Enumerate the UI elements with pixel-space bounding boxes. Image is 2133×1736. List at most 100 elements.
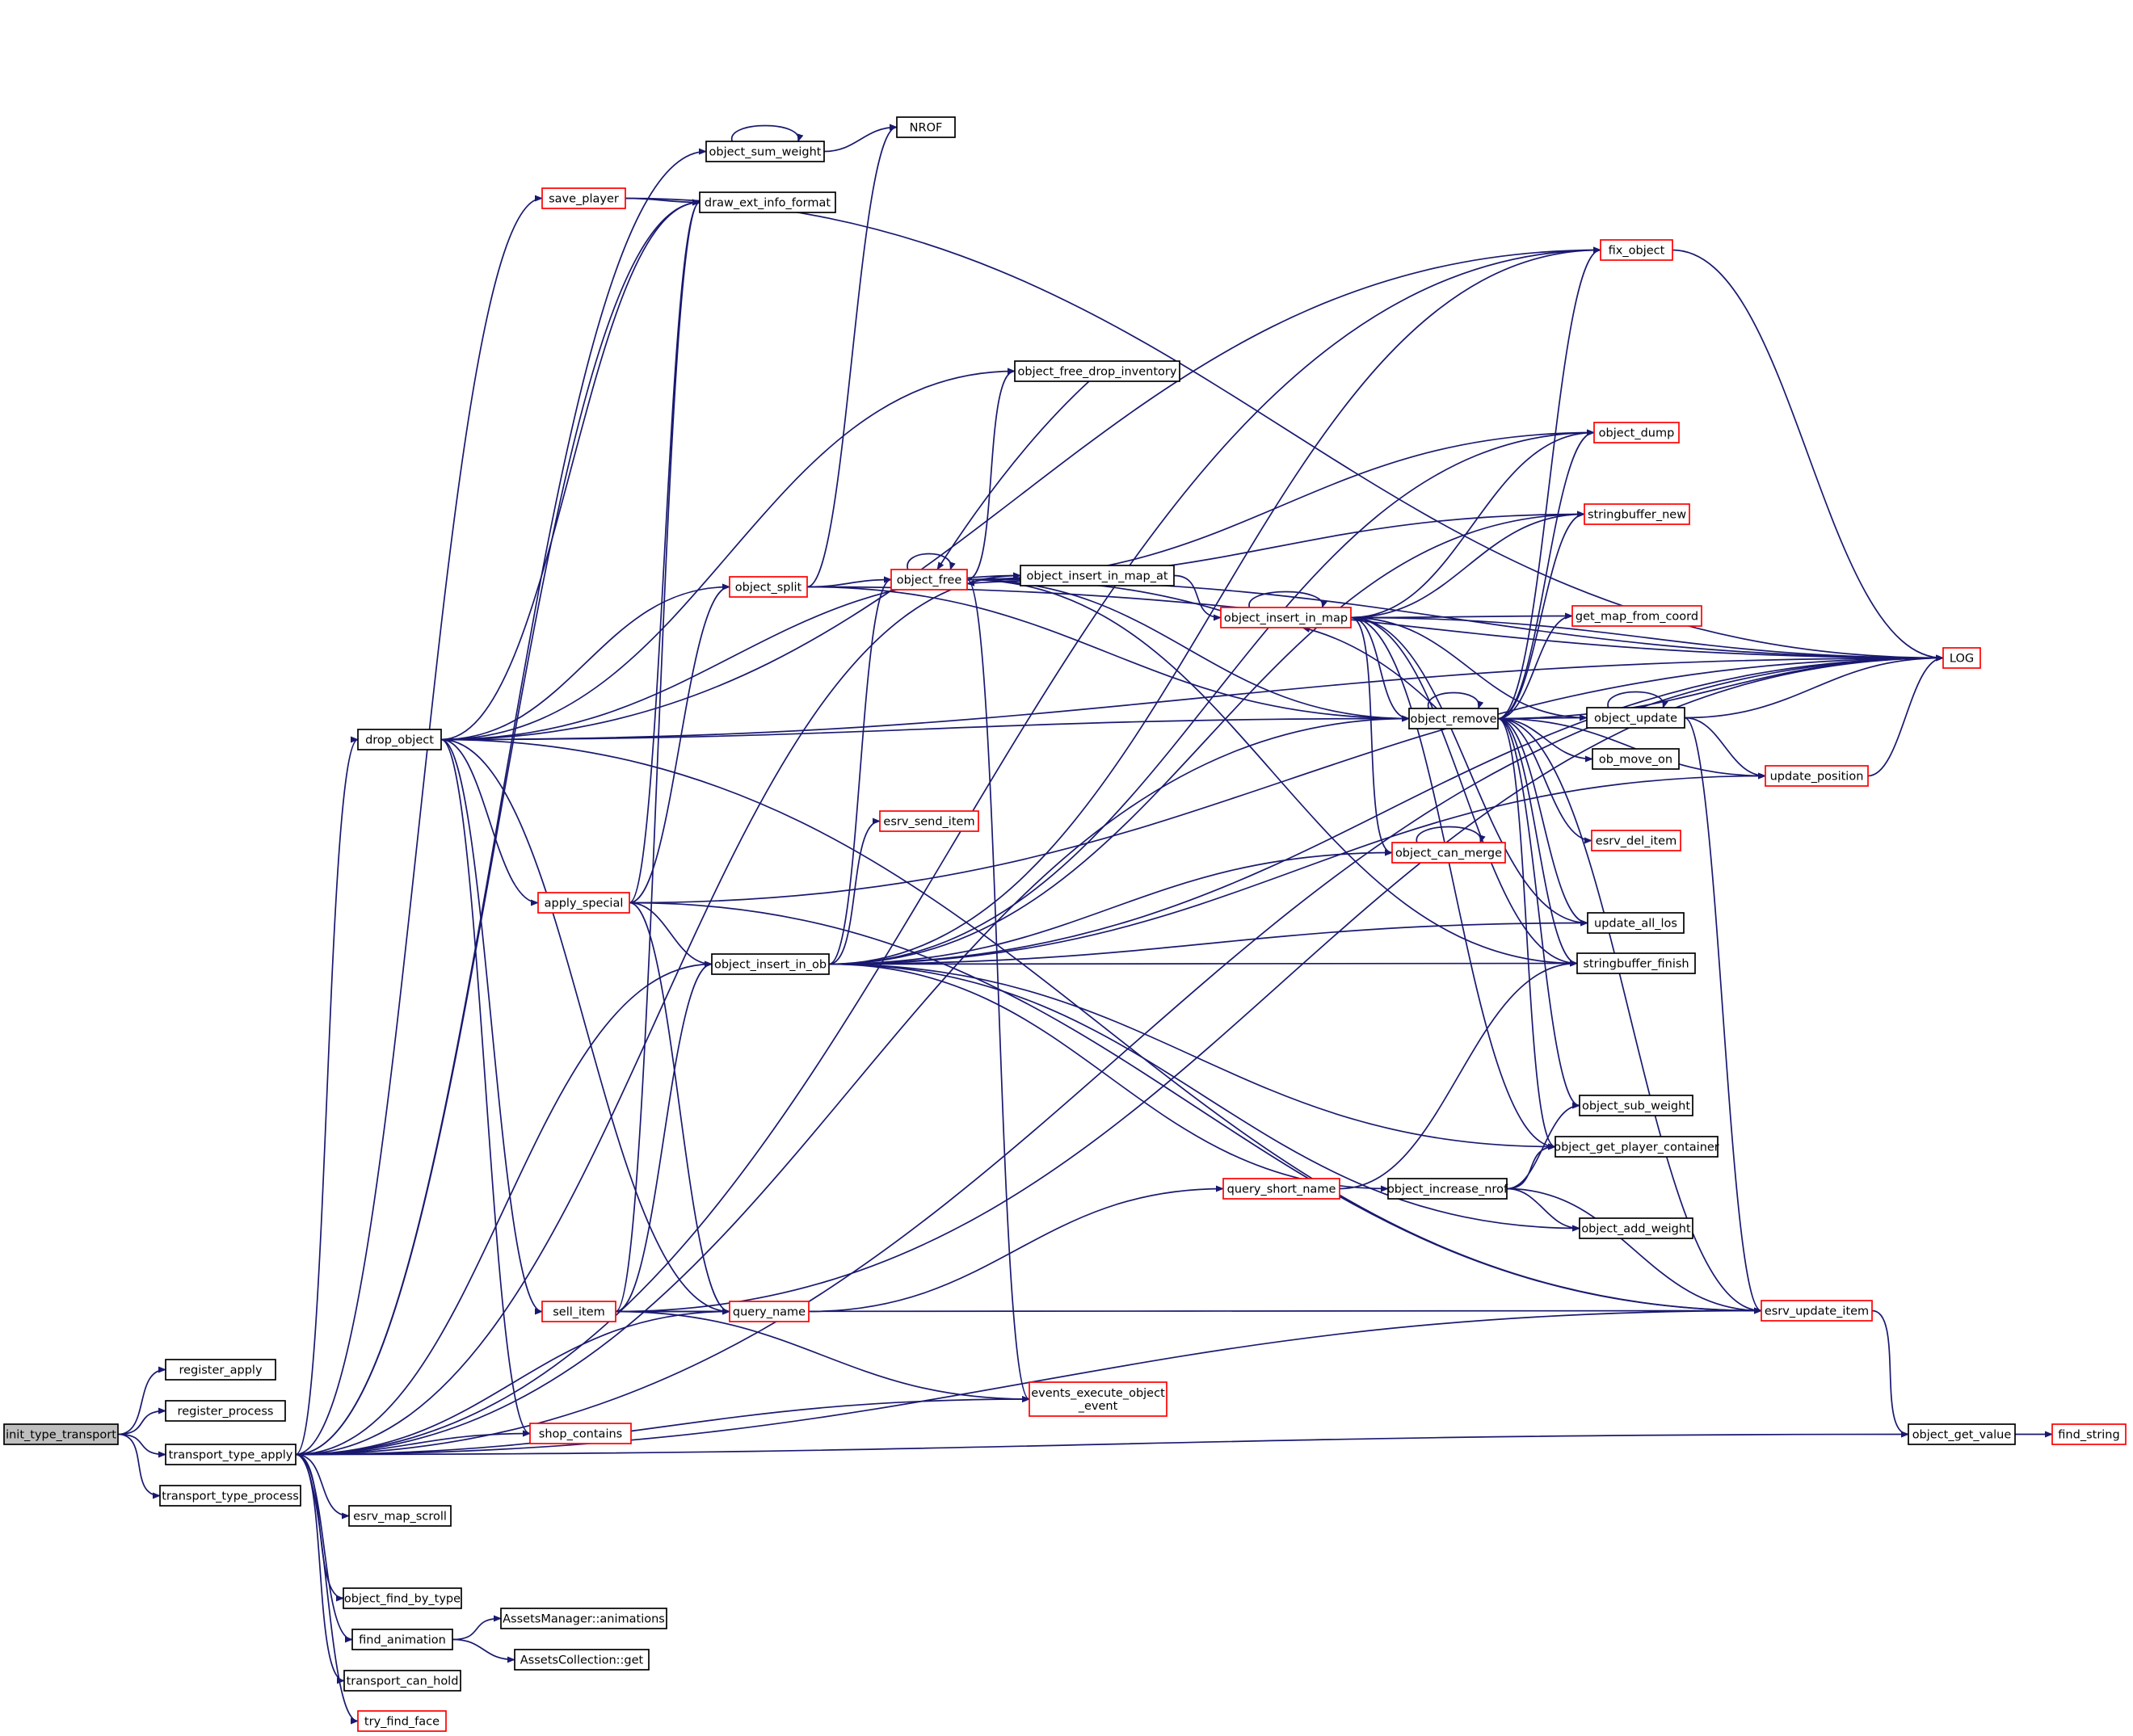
node-esrv-update-item[interactable]: esrv_update_item — [1761, 1300, 1873, 1322]
node-box — [541, 1301, 616, 1322]
node-register-apply[interactable]: register_apply — [165, 1359, 276, 1381]
node-LOG[interactable]: LOG — [1942, 647, 1981, 669]
node-esrv-send-item[interactable]: esrv_send_item — [879, 810, 979, 832]
node-label: transport_type_process — [162, 1490, 299, 1503]
node-stringbuffer-new[interactable]: stringbuffer_new — [1584, 503, 1690, 525]
node-box — [514, 1649, 650, 1671]
node-stringbuffer-finish[interactable]: stringbuffer_finish — [1576, 952, 1696, 974]
node-label: object_get_value — [1912, 1429, 2012, 1442]
edge-apply_special-to-esrv_update_item — [629, 902, 1762, 1314]
node-drop-object[interactable]: drop_object — [357, 729, 442, 750]
node-assets-get[interactable]: AssetsCollection::get — [514, 1649, 650, 1671]
node-label: object_add_weight — [1581, 1223, 1691, 1236]
node-object-get-value[interactable]: object_get_value — [1908, 1423, 2016, 1445]
node-ob-move-on[interactable]: ob_move_on — [1592, 748, 1680, 770]
edge-line — [117, 1433, 166, 1458]
edge-line — [1497, 717, 1556, 1150]
node-object-find-by-type[interactable]: object_find_by_type — [343, 1587, 462, 1609]
node-box — [529, 1423, 632, 1444]
edge-drop_object-to-query_name — [440, 738, 730, 1315]
node-object-insert-in-ob[interactable]: object_insert_in_ob — [711, 953, 830, 975]
node-box — [1579, 1217, 1693, 1239]
node-object-insert-in-map-at[interactable]: object_insert_in_map_at — [1020, 565, 1175, 586]
node-esrv-del-item[interactable]: esrv_del_item — [1591, 830, 1681, 851]
node-object-increase-nrof[interactable]: object_increase_nrof — [1387, 1178, 1508, 1200]
node-box — [1591, 830, 1681, 851]
edge-line — [806, 576, 892, 588]
node-apply-special[interactable]: apply_special — [537, 892, 630, 914]
node-update-position[interactable]: update_position — [1765, 765, 1869, 787]
edge-object_free-to-events_execute_object_event — [966, 578, 1030, 1402]
edge-line — [731, 124, 804, 142]
edge-sell_item-to-LOG — [615, 654, 1944, 1313]
node-box — [1592, 748, 1680, 770]
node-init-type-transport[interactable]: init_type_transport — [3, 1423, 119, 1445]
node-object-free-drop-inventory[interactable]: object_free_drop_inventory — [1014, 360, 1180, 382]
edge-line — [1339, 960, 1578, 1190]
node-register-process[interactable]: register_process — [165, 1400, 286, 1422]
edge-object_free-to-object_free — [907, 553, 956, 570]
node-object-sum-weight[interactable]: object_sum_weight — [705, 141, 825, 162]
node-object-get-player-container[interactable]: object_get_player_container — [1554, 1136, 1719, 1158]
edge-object_increase_nrof-to-object_get_player_container — [1506, 1143, 1556, 1190]
node-box — [711, 953, 830, 975]
node-NROF[interactable]: NROF — [896, 116, 956, 138]
node-object-free[interactable]: object_free — [890, 569, 968, 591]
edge-transport_type_apply-to-save_player — [295, 195, 543, 1456]
edge-line — [117, 1407, 166, 1435]
edge-line — [295, 1431, 1909, 1456]
node-box — [1029, 1381, 1167, 1417]
node-find-string[interactable]: find_string — [2051, 1423, 2127, 1445]
node-object-sub-weight[interactable]: object_sub_weight — [1579, 1095, 1693, 1116]
node-sell-item[interactable]: sell_item — [541, 1301, 616, 1322]
edge-line — [828, 818, 881, 965]
edge-drop_object-to-object_split — [440, 583, 730, 741]
edge-transport_type_apply-to-drop_object — [295, 736, 359, 1456]
node-object-add-weight[interactable]: object_add_weight — [1579, 1217, 1693, 1239]
node-box — [541, 187, 626, 209]
node-find-animation[interactable]: find_animation — [351, 1629, 453, 1650]
node-transport-can-hold[interactable]: transport_can_hold — [343, 1670, 461, 1692]
node-try-find-face[interactable]: try_find_face — [357, 1710, 447, 1732]
edge-line — [1350, 616, 1588, 721]
node-label: object_remove — [1411, 713, 1497, 726]
edge-object_increase_nrof-to-object_add_weight — [1506, 1187, 1580, 1232]
node-update-all-los[interactable]: update_all_los — [1587, 912, 1685, 934]
node-esrv-map-scroll[interactable]: esrv_map_scroll — [348, 1505, 452, 1527]
node-object-remove[interactable]: object_remove — [1408, 708, 1499, 729]
node-shop-contains[interactable]: shop_contains — [529, 1423, 632, 1444]
edge-line — [629, 583, 730, 904]
node-object-insert-in-map[interactable]: object_insert_in_map — [1220, 607, 1352, 628]
node-draw-ext-info-format[interactable]: draw_ext_info_format — [699, 191, 836, 213]
edge-line — [295, 736, 359, 1456]
edge-init_type_transport-to-register_process — [117, 1407, 166, 1435]
node-query-name[interactable]: query_name — [729, 1301, 810, 1322]
edge-line — [936, 380, 1090, 570]
node-get-map-from-coord[interactable]: get_map_from_coord — [1571, 605, 1702, 627]
node-object-dump[interactable]: object_dump — [1593, 422, 1680, 443]
node-events-execute-object-event[interactable]: events_execute_object_event — [1029, 1381, 1167, 1417]
edge-line — [1497, 717, 1588, 927]
edge-line — [295, 1453, 359, 1725]
node-fix-object[interactable]: fix_object — [1600, 239, 1673, 261]
node-query-short-name[interactable]: query_short_name — [1222, 1178, 1340, 1200]
node-box — [879, 810, 979, 832]
node-object-split[interactable]: object_split — [729, 576, 808, 598]
node-object-update[interactable]: object_update — [1586, 707, 1685, 729]
edge-line — [828, 963, 1556, 1150]
node-assets-animations[interactable]: AssetsManager::animations — [500, 1608, 667, 1629]
node-box — [357, 729, 442, 750]
edge-line — [440, 715, 1410, 741]
node-label: get_map_from_coord — [1576, 611, 1698, 624]
edge-transport_type_apply-to-transport_can_hold — [295, 1453, 345, 1684]
edge-object_remove-to-object_insert_in_map — [1302, 626, 1437, 709]
node-transport-type-process[interactable]: transport_type_process — [159, 1485, 301, 1507]
node-label: events_execute_object_event — [1031, 1387, 1165, 1413]
node-transport-type-apply[interactable]: transport_type_apply — [165, 1444, 297, 1465]
node-label: drop_object — [365, 734, 434, 747]
edge-apply_special-to-query_name — [629, 902, 730, 1315]
node-object-can-merge[interactable]: object_can_merge — [1391, 842, 1506, 864]
node-save-player[interactable]: save_player — [541, 187, 626, 209]
node-box — [1942, 647, 1981, 669]
node-box — [537, 892, 630, 914]
